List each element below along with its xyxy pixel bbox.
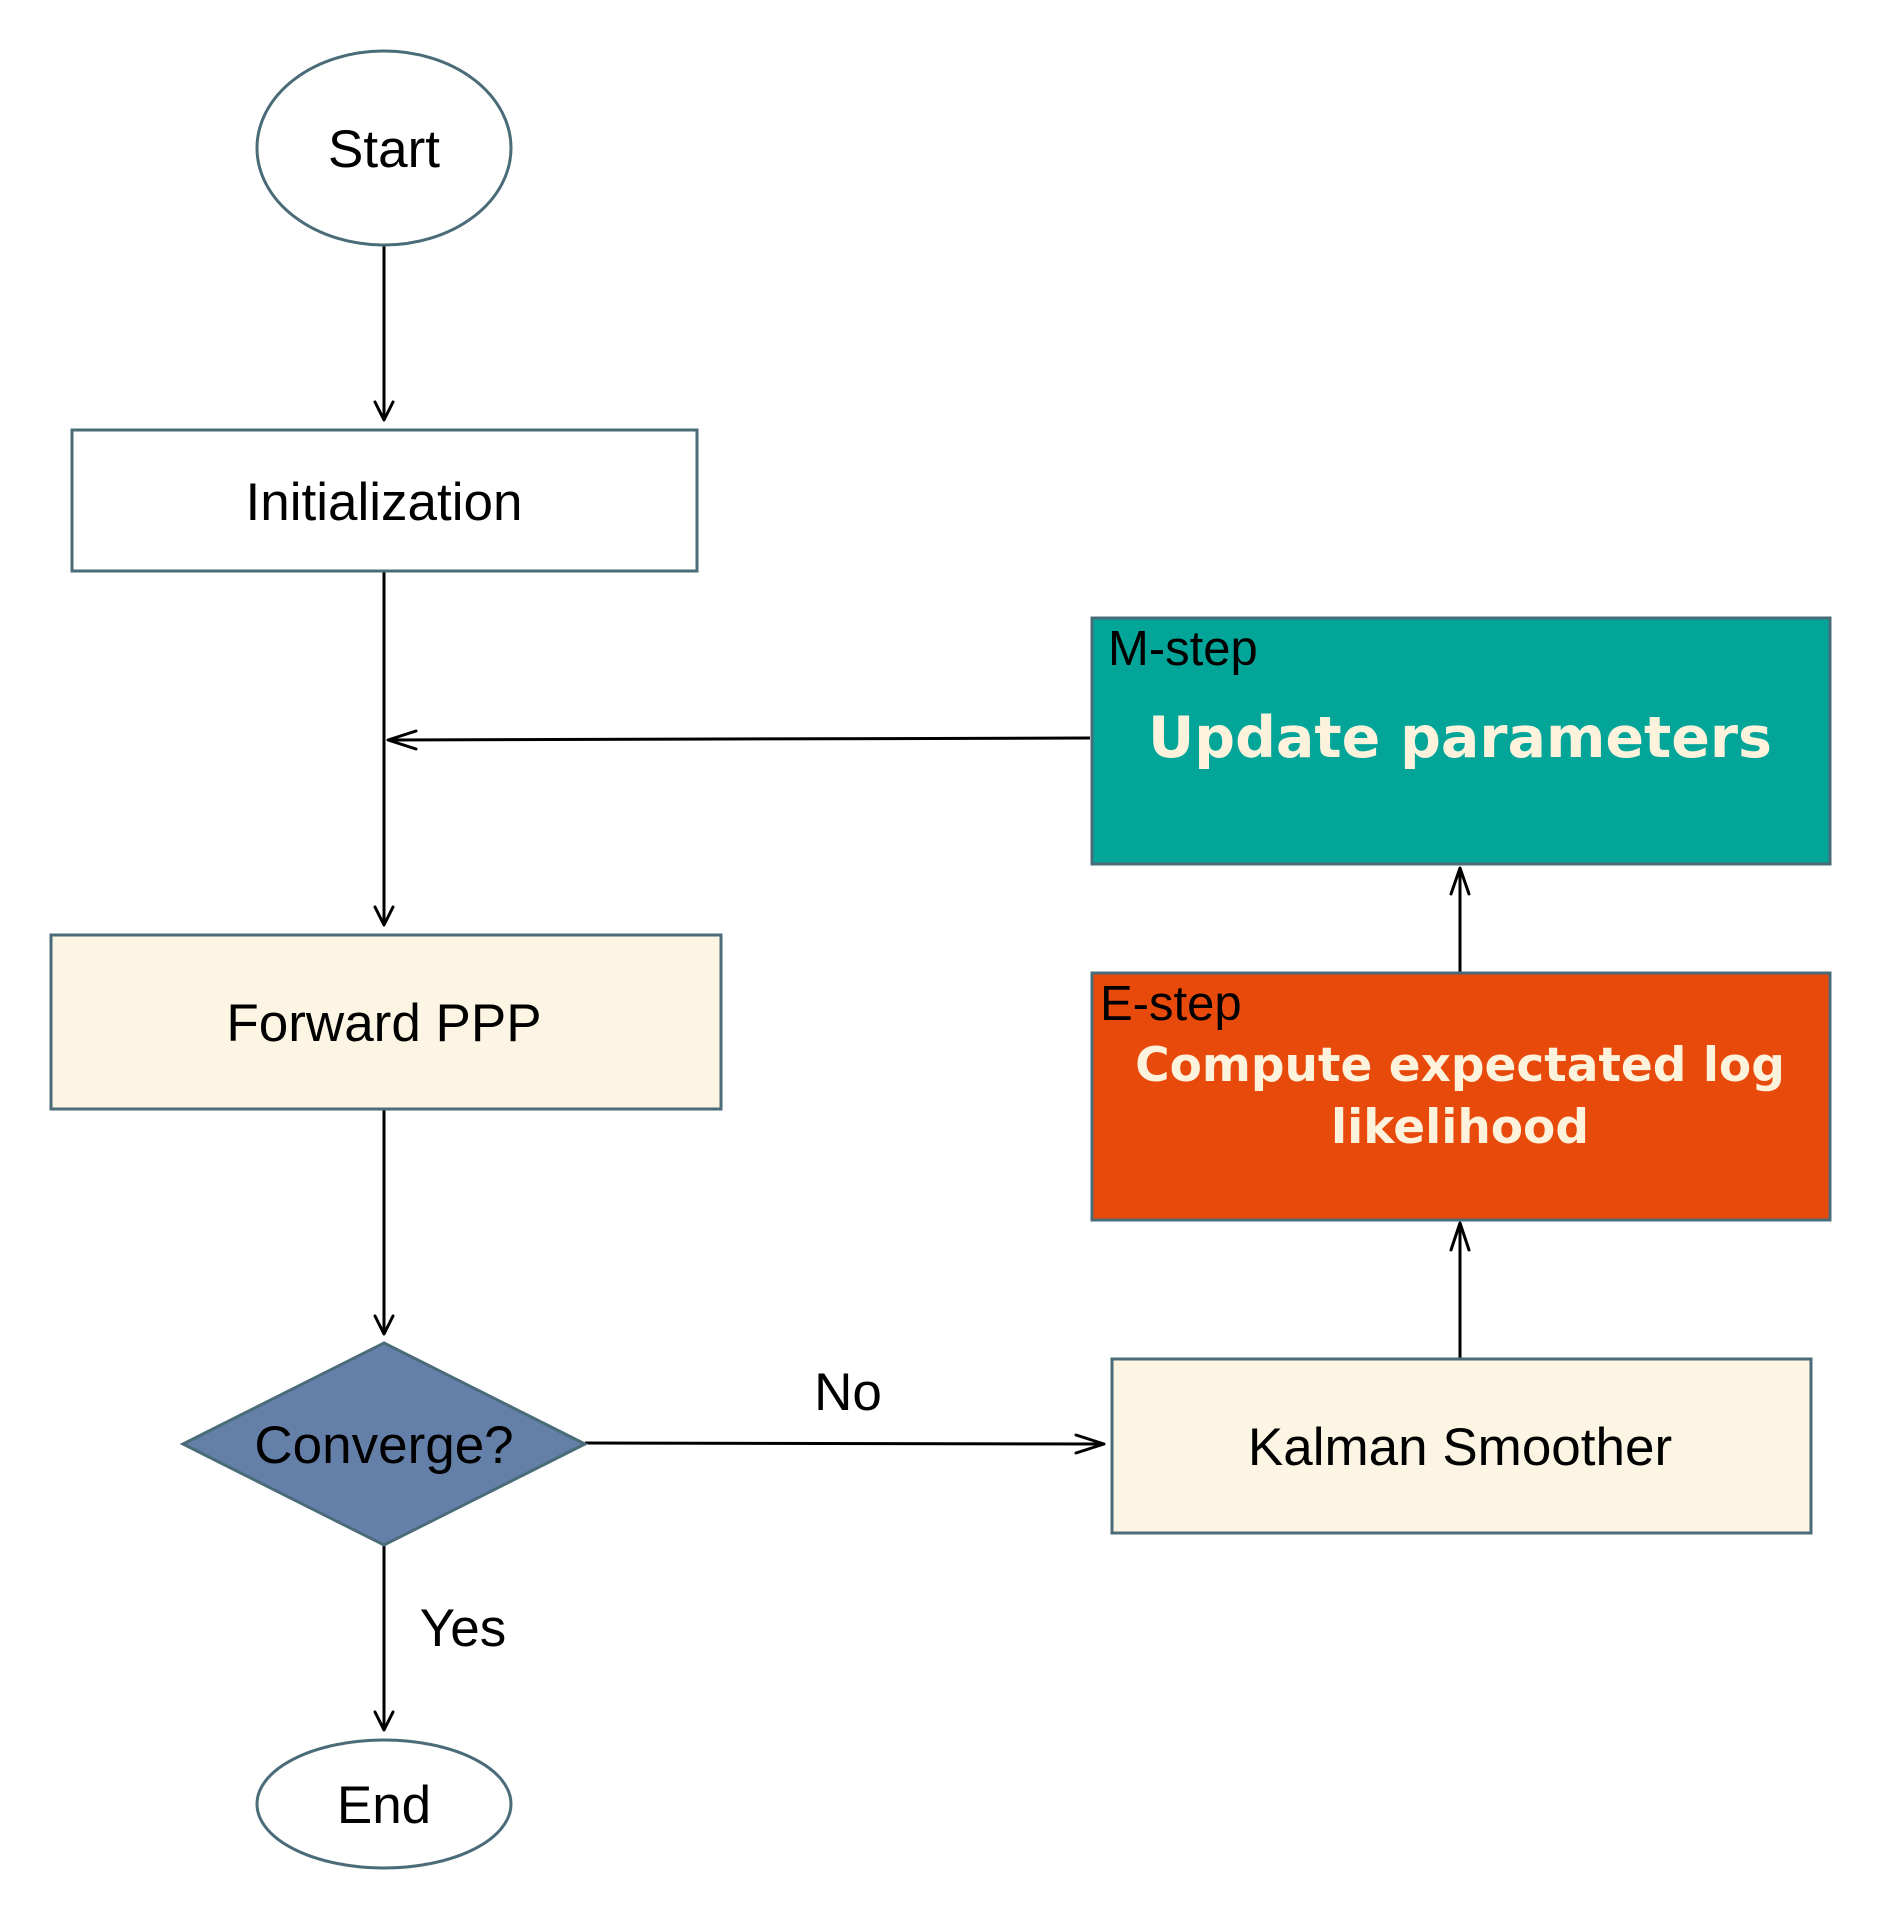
end-label: End bbox=[337, 1776, 431, 1835]
converge-decision: Converge? bbox=[179, 1341, 589, 1547]
initialization-label: Initialization bbox=[246, 473, 523, 532]
e-step-tag: E-step bbox=[1100, 977, 1242, 1031]
arrowhead-end bbox=[373, 1710, 395, 1732]
edge-converge-to-kalman bbox=[584, 1441, 1105, 1446]
arrowhead-initialization bbox=[373, 400, 395, 422]
arrowhead-kalman bbox=[1074, 1433, 1106, 1455]
m-step-tag: M-step bbox=[1108, 622, 1258, 676]
m-step-node: M-step Update parameters bbox=[1090, 616, 1832, 866]
arrowhead-m-step bbox=[1449, 866, 1471, 896]
forward-ppp-label: Forward PPP bbox=[226, 994, 541, 1053]
e-step-node: E-step Compute expectated log likelihood bbox=[1090, 971, 1832, 1222]
start-node: Start bbox=[255, 49, 513, 247]
no-edge-label: No bbox=[814, 1363, 882, 1422]
arrowhead-loop-return bbox=[386, 729, 418, 751]
start-label: Start bbox=[328, 120, 440, 179]
yes-edge-label: Yes bbox=[420, 1599, 506, 1658]
kalman-smoother-label: Kalman Smoother bbox=[1248, 1418, 1672, 1477]
m-step-title: Update parameters bbox=[1148, 705, 1772, 771]
forward-ppp-node: Forward PPP bbox=[49, 933, 723, 1111]
e-step-line-2: likelihood bbox=[1331, 1100, 1589, 1155]
initialization-node: Initialization bbox=[70, 428, 699, 573]
end-node: End bbox=[255, 1738, 513, 1870]
edge-m-step-to-loop bbox=[387, 736, 1091, 742]
arrowhead-forward-ppp bbox=[373, 905, 395, 927]
kalman-smoother-node: Kalman Smoother bbox=[1110, 1357, 1813, 1535]
converge-label: Converge? bbox=[254, 1416, 513, 1475]
e-step-line-1: Compute expectated log bbox=[1135, 1038, 1785, 1093]
arrowhead-e-step bbox=[1449, 1221, 1471, 1252]
arrowhead-converge bbox=[373, 1314, 395, 1336]
